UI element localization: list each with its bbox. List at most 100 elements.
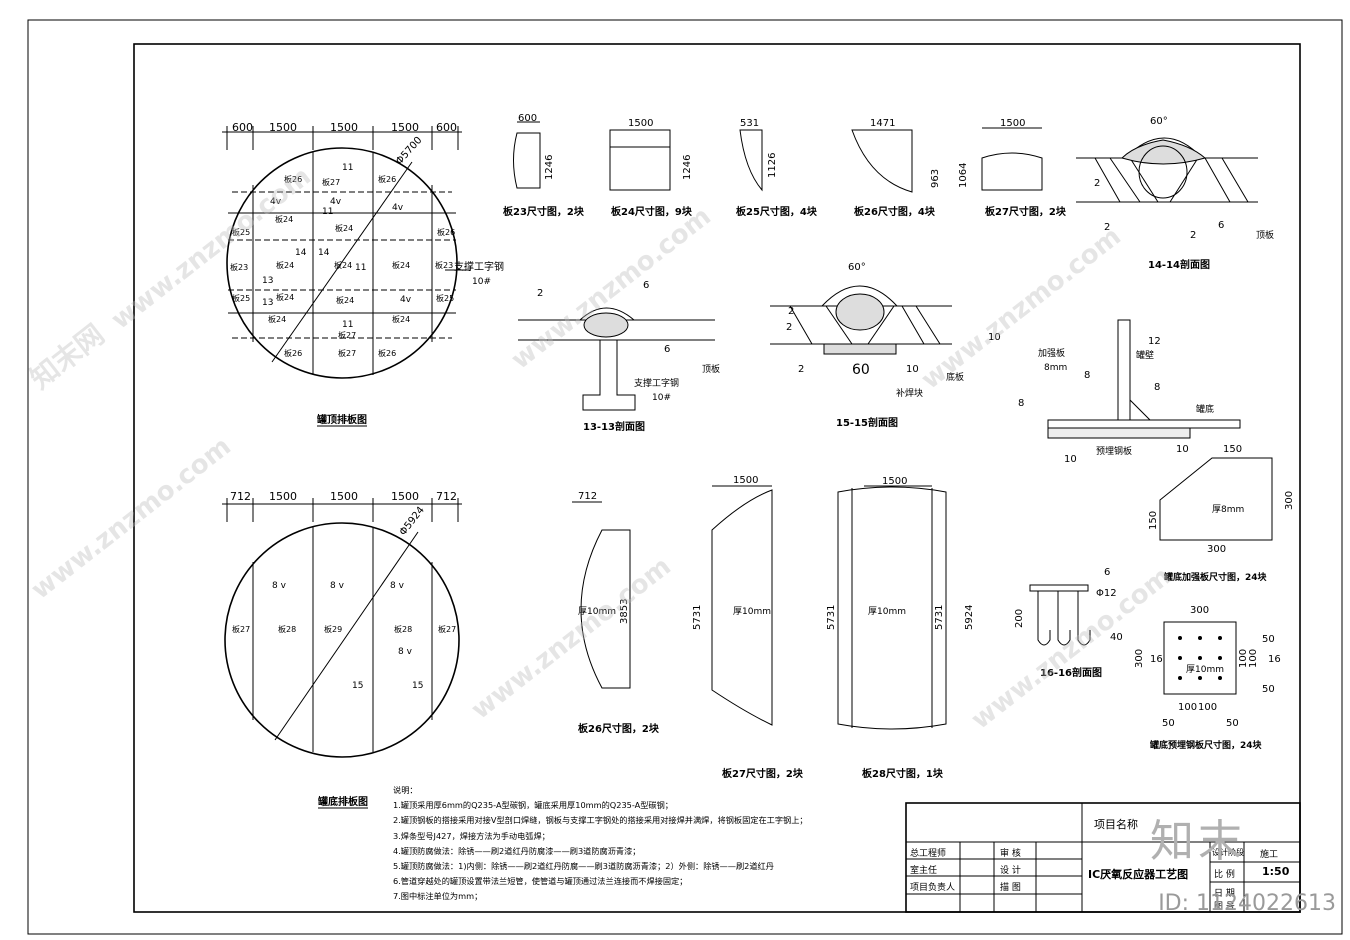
plate-label: 板25 [232, 293, 250, 303]
p26b-title: 板26尺寸图，2块 [578, 722, 660, 735]
s1515-label: 底板 [946, 371, 964, 383]
beam-label: 支撑工字钢 [454, 260, 504, 273]
section-mark: 13 [262, 276, 273, 286]
anchor-dim: 6 [1104, 567, 1110, 578]
s1313-dim: 2 [537, 288, 543, 299]
plate-label: 板24 [276, 260, 294, 270]
tb-cell: 项目负责人 [910, 883, 956, 893]
bot-dim-4: 1500 [391, 490, 419, 503]
p25-title: 板25尺寸图，4块 [736, 205, 818, 218]
p23-title: 板23尺寸图，2块 [503, 205, 585, 218]
embed-dim: 100 [1198, 702, 1217, 713]
part-25: 531 1126 板25尺寸图，4块 [736, 118, 818, 218]
plate-label: 板27 [322, 177, 340, 187]
wall-detail: 加强板 8mm 罐壁 罐底 预埋钢板 12 8 8 8 10 10 [1018, 319, 1241, 465]
wall-label: 罐底 [1196, 403, 1214, 415]
p27b-w: 1500 [733, 475, 758, 486]
watermark-text: www.znzmo.com [26, 432, 237, 606]
wall-dim: 8 [1018, 398, 1024, 409]
plate-label: 板23 [435, 260, 453, 270]
p27b-h: 5731 [692, 605, 703, 630]
plate-label: 板24 [335, 223, 353, 233]
weld-mark: 8 v [330, 581, 345, 591]
section-mark: 15 [412, 681, 423, 691]
section-mark: 11 [342, 163, 353, 173]
bot-dim-1: 712 [230, 490, 251, 503]
s1515-dim: 60 [852, 362, 870, 378]
rib-dim: 300 [1207, 544, 1226, 555]
plate-label: 板24 [334, 260, 352, 270]
part-27a: 1500 1064 板27尺寸图，2块 [958, 118, 1067, 218]
s1414-dim: 2 [1104, 222, 1110, 233]
s1414-dim: 2 [1190, 230, 1196, 241]
plate-label: 板24 [268, 314, 286, 324]
section-14-14: 60° 2 2 2 6 顶板 14-14剖面图 [1076, 116, 1274, 271]
embed-thick: 厚10mm [1186, 664, 1224, 675]
embed-dim: 100 [1238, 649, 1249, 668]
p24-w: 1500 [628, 118, 653, 129]
s1313-dim: 6 [664, 344, 670, 355]
wall-label: 罐壁 [1136, 349, 1154, 361]
beam-size: 10# [472, 277, 491, 287]
embed-dim: 16 [1150, 654, 1163, 665]
top-dim-4: 1500 [391, 121, 419, 134]
embed-dim: 50 [1262, 684, 1275, 695]
anchor-dim: 200 [1014, 609, 1025, 628]
plate-label: 板29 [324, 624, 342, 634]
p26b-h: 3853 [619, 599, 630, 624]
p26a-title: 板26尺寸图，4块 [854, 205, 936, 218]
tb-cell: 图 号 [1214, 902, 1235, 912]
weld-mark: 8 v [390, 581, 405, 591]
embed-dim: 300 [1190, 605, 1209, 616]
id-watermark: ID: 1124022613 [1158, 891, 1336, 916]
tb-cell: 设 计 [1000, 866, 1021, 876]
rib-plate: 150 300 150 300 厚8mm 罐底加强板尺寸图，24块 [1148, 444, 1295, 583]
note-line: 5.罐顶防腐做法：1)内侧：除锈——刷2道红丹防腐——刷3道防腐沥青漆；2）外侧… [393, 861, 774, 872]
rib-title: 罐底加强板尺寸图，24块 [1163, 571, 1268, 583]
rib-thick: 厚8mm [1212, 504, 1244, 515]
tb-cell: 审 核 [1000, 849, 1021, 859]
tb-cell: 日 期 [1214, 889, 1235, 899]
s1616-title: 16-16剖面图 [1040, 666, 1102, 679]
s1515-label: 补焊块 [896, 387, 923, 399]
tb-cell: 1:50 [1262, 865, 1290, 878]
top-dim-3: 1500 [330, 121, 358, 134]
bot-dim-3: 1500 [330, 490, 358, 503]
note-line: 3.焊条型号J427，焊接方法为手动电弧焊； [393, 830, 550, 841]
p27b-thick: 厚10mm [733, 606, 771, 617]
tb-cell: 总工程师 [910, 849, 947, 859]
top-dim-5: 600 [436, 121, 457, 134]
p27a-w: 1500 [1000, 118, 1025, 129]
title-block [905, 802, 1301, 913]
p28-thick: 厚10mm [868, 606, 906, 617]
p24-title: 板24尺寸图，9块 [611, 205, 693, 218]
plate-label: 板26 [284, 174, 302, 184]
plate-label: 板25 [232, 227, 250, 237]
embed-dim: 100 [1178, 702, 1197, 713]
section-mark: 14 [295, 248, 307, 258]
inner-frame [133, 43, 1301, 913]
s1414-angle: 60° [1150, 116, 1168, 127]
wall-dim: 8 [1154, 382, 1160, 393]
note-line: 4.罐顶防腐做法：除锈——刷2道红丹防腐漆——刷3道防腐沥青漆； [393, 845, 641, 856]
tb-cell: 描 图 [1000, 883, 1021, 893]
p26a-w: 1471 [870, 118, 895, 129]
s1313-label: 10# [652, 393, 671, 403]
section-mark: 11 [355, 263, 366, 273]
top-dim-1: 600 [232, 121, 253, 134]
s1515-dim: 10 [988, 332, 1001, 343]
p25-w: 531 [740, 118, 759, 129]
top-diameter: Φ5700 [394, 135, 424, 167]
weld-mark: 8 v [272, 581, 287, 591]
s1515-dim: 10 [906, 364, 919, 375]
bot-dim-2: 1500 [269, 490, 297, 503]
tb-cell: 比 例 [1214, 870, 1235, 880]
bottom-plan-title: 罐底排板图 [317, 795, 368, 808]
tb-cell: 施工 [1260, 850, 1279, 860]
weld-mark: 4v [330, 197, 342, 207]
notes-block: 说明： 1.罐顶采用厚6mm的Q235-A型碳钢，罐底采用厚10mm的Q235-… [393, 783, 883, 905]
plate-label: 板24 [276, 292, 294, 302]
wall-dim: 12 [1148, 336, 1161, 347]
note-line: 1.罐顶采用厚6mm的Q235-A型碳钢，罐底采用厚10mm的Q235-A型碳钢… [393, 800, 673, 811]
plate-label: 板28 [278, 624, 296, 634]
